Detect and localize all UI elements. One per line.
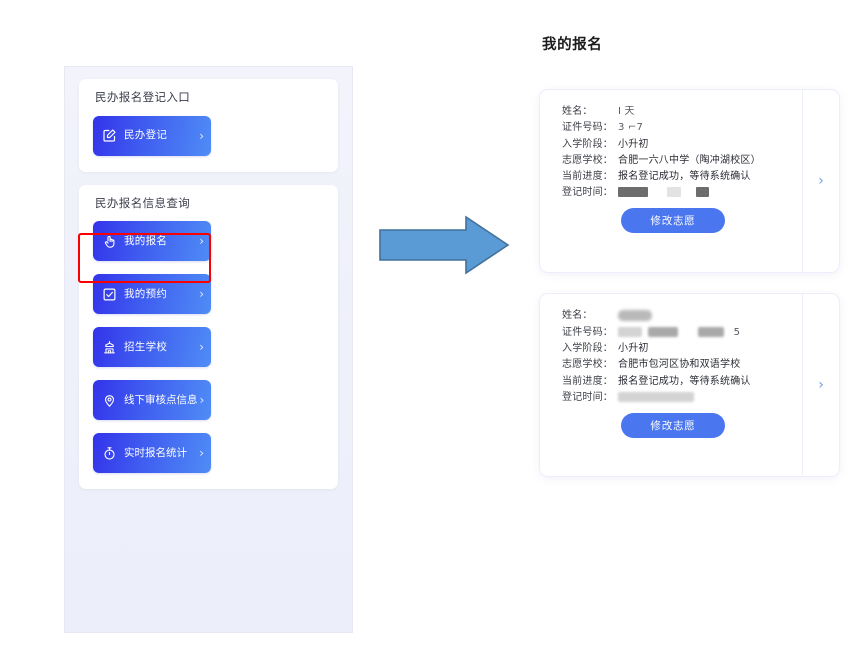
modify-preference-button[interactable]: 修改志愿 [621,412,725,438]
field-label-id-number: 证件号码： [562,326,613,338]
field-value-school: 合肥一六八中学（陶冲湖校区） [618,154,761,166]
card-detail-chevron[interactable]: › [802,294,839,476]
field-value-id-number: 3 ⌐7 [618,122,644,134]
modify-preference-button[interactable]: 修改志愿 [621,208,725,234]
registration-card[interactable]: 姓名： 证件号码： 5 入学阶段： 小升初 [540,294,839,476]
flow-arrow [378,214,510,276]
redaction-block [618,391,694,402]
modify-button-container: 修改志愿 [562,412,802,438]
field-value-progress: 报名登记成功，等待系统确认 [618,375,751,387]
field-value-stage: 小升初 [618,138,649,150]
field-row-name: 姓名： [562,310,802,322]
field-row-progress: 当前进度： 报名登记成功，等待系统确认 [562,376,802,388]
field-label-school: 志愿学校： [562,154,613,166]
tile-label: 我的预约 [124,287,168,300]
section-title-registration-entry: 民办报名登记入口 [95,90,191,104]
chevron-right-icon: › [818,173,824,189]
field-value-time [618,187,709,199]
field-value-time [618,391,694,404]
field-row-progress: 当前进度： 报名登记成功，等待系统确认 [562,171,802,183]
field-row-time: 登记时间： [562,391,802,404]
chevron-right-icon: › [199,128,204,143]
chevron-right-icon: › [199,234,204,248]
redaction-block [618,187,648,198]
field-label-time: 登记时间： [562,391,613,403]
field-label-time: 登记时间： [562,187,613,199]
field-row-stage: 入学阶段： 小升初 [562,139,802,151]
tile-label: 民办登记 [124,129,168,142]
section-card-registration-entry: 民办报名登记入口 民办登记 › [79,79,338,172]
modify-button-container: 修改志愿 [562,208,802,234]
edit-square-icon [102,128,117,143]
phone-mockup-frame: 民办报名登记入口 民办登记 › 民办报名信息查询 [64,66,353,633]
check-square-icon [102,287,117,302]
location-pin-icon [102,393,117,408]
section-title-info-query: 民办报名信息查询 [95,195,191,210]
tile-my-appointment[interactable]: 我的预约 › [93,274,211,314]
field-row-time: 登记时间： [562,187,802,199]
redaction-block [695,187,709,198]
school-building-icon [102,340,117,355]
tile-grid-info-query: 我的报名 › 我的预约 › [93,221,324,473]
field-label-school: 志愿学校： [562,359,613,371]
stopwatch-icon [102,446,117,461]
hand-tap-icon [102,234,117,249]
field-value-stage: 小升初 [618,343,649,355]
field-label-progress: 当前进度： [562,171,613,183]
redaction-block [648,326,679,337]
field-value-name [618,310,652,322]
field-row-school: 志愿学校： 合肥一六八中学（陶冲湖校区） [562,155,802,167]
field-row-id-number: 证件号码： 5 [562,326,802,339]
section-card-info-query: 民办报名信息查询 我的报名 › [79,184,338,489]
field-value-id-number: 5 [618,326,740,339]
redaction-block [618,326,642,337]
field-label-progress: 当前进度： [562,375,613,387]
field-row-name: 姓名： I 天 [562,106,802,118]
chevron-right-icon: › [199,340,204,354]
tile-my-registration[interactable]: 我的报名 › [93,221,211,261]
chevron-right-icon: › [199,446,204,460]
field-row-stage: 入学阶段： 小升初 [562,343,802,355]
tile-label: 线下审核点信息 [124,393,198,406]
field-label-name: 姓名： [562,106,593,117]
page-title: 我的报名 [542,37,603,53]
tile-realtime-statistics[interactable]: 实时报名统计 › [93,433,211,473]
field-row-id-number: 证件号码： 3 ⌐7 [562,122,802,134]
redaction-block [697,326,724,337]
field-value-progress: 报名登记成功，等待系统确认 [618,171,751,183]
registration-card-body: 姓名： I 天 证件号码： 3 ⌐7 入学阶段： 小升初 志愿学校： 合肥一六八… [540,90,802,272]
redaction-block [618,310,652,321]
tile-label: 我的报名 [124,234,168,247]
tile-label: 实时报名统计 [124,446,187,459]
field-row-school: 志愿学校： 合肥市包河区协和双语学校 [562,359,802,371]
field-label-stage: 入学阶段： [562,343,613,355]
field-label-name: 姓名： [562,310,593,321]
tile-offline-review-points[interactable]: 线下审核点信息 › [93,380,211,420]
redaction-block [666,187,681,198]
tile-label: 招生学校 [124,340,168,353]
phone-screen: 民办报名登记入口 民办登记 › 民办报名信息查询 [65,67,352,632]
chevron-right-icon: › [199,287,204,301]
tile-minban-dengji[interactable]: 民办登记 › [93,115,211,156]
field-value-school: 合肥市包河区协和双语学校 [618,359,741,371]
tile-enrollment-schools[interactable]: 招生学校 › [93,327,211,367]
registration-card[interactable]: 姓名： I 天 证件号码： 3 ⌐7 入学阶段： 小升初 志愿学校： 合肥一六八… [540,90,839,272]
result-screen: 我的报名 姓名： I 天 证件号码： 3 ⌐7 入学阶段： 小升初 志愿学校： [512,18,864,538]
chevron-right-icon: › [199,393,205,407]
field-label-id-number: 证件号码： [562,122,613,134]
tile-grid-registration-entry: 民办登记 › [93,115,324,156]
registration-card-body: 姓名： 证件号码： 5 入学阶段： 小升初 [540,294,802,476]
field-label-stage: 入学阶段： [562,138,613,150]
field-value-name: I 天 [618,106,635,117]
right-block-arrow-icon [379,215,510,275]
chevron-right-icon: › [818,377,824,393]
card-detail-chevron[interactable]: › [802,90,839,272]
